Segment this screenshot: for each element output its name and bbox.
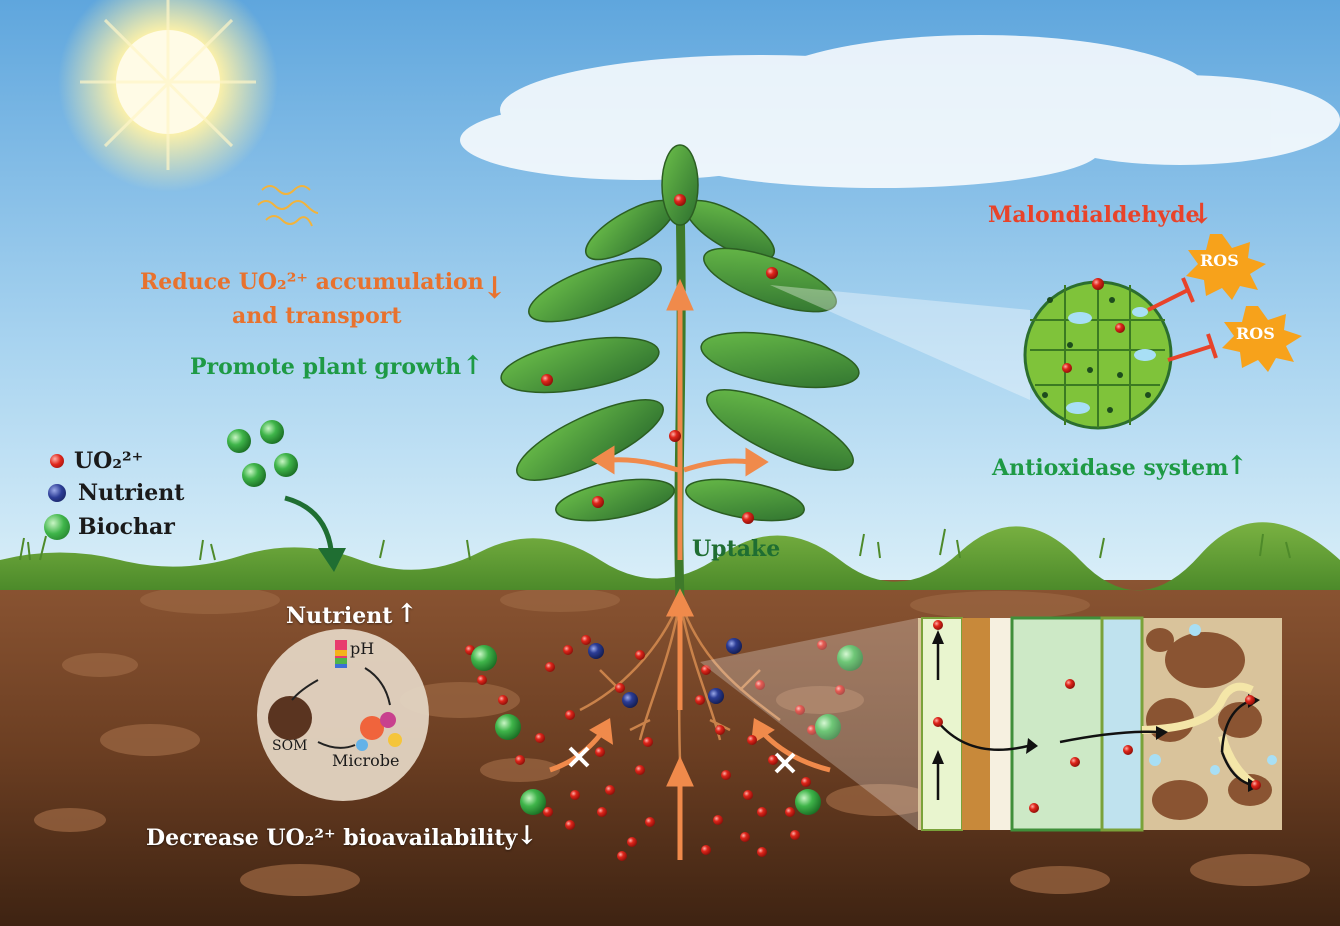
leaf-cell-zoom bbox=[1023, 278, 1173, 430]
soil-cycle-circle bbox=[257, 629, 429, 801]
biochar-particles bbox=[227, 420, 863, 815]
blocked-x-icon bbox=[568, 746, 796, 774]
legend-item-biochar: Biochar bbox=[44, 514, 175, 540]
decrease-down-arrow-icon: ↓ bbox=[516, 821, 538, 851]
zoom-cone-leaf bbox=[770, 285, 1030, 400]
ph-label: pH bbox=[350, 639, 375, 658]
legend-label: Nutrient bbox=[78, 480, 185, 506]
ros-label-2: ROS bbox=[1236, 324, 1275, 343]
grass-blades bbox=[19, 528, 1291, 561]
decrease-bioavailability-label: Decrease UO₂²⁺ bioavailability bbox=[146, 825, 518, 851]
nutrient-up-label: Nutrient bbox=[286, 603, 393, 629]
grass bbox=[0, 522, 1340, 591]
biochar-dot-icon bbox=[44, 514, 70, 540]
soil-rocks bbox=[34, 586, 1310, 896]
root-cross-section bbox=[918, 616, 1282, 832]
reduce-label-line1: Reduce UO₂²⁺ accumulation bbox=[140, 269, 484, 295]
ros-label-1: ROS bbox=[1200, 251, 1239, 270]
microbe-label: Microbe bbox=[332, 751, 400, 770]
antioxidase-up-arrow-icon: ↑ bbox=[1226, 451, 1248, 481]
legend-item-uo2: UO₂²⁺ bbox=[50, 448, 143, 474]
malondialdehyde-down-arrow-icon: ↓ bbox=[1190, 197, 1214, 230]
legend-item-nutrient: Nutrient bbox=[48, 480, 184, 506]
malondialdehyde-label: Malondialdehyde bbox=[988, 202, 1200, 228]
legend-label: Biochar bbox=[78, 514, 175, 540]
promote-growth-label: Promote plant growth bbox=[190, 354, 462, 380]
reduce-label-line2: and transport bbox=[232, 303, 402, 329]
nutrient-particles bbox=[588, 638, 742, 708]
promote-up-arrow-icon: ↑ bbox=[462, 351, 484, 381]
clouds bbox=[460, 35, 1340, 188]
som-label: SOM bbox=[272, 738, 308, 754]
uptake-label: Uptake bbox=[692, 536, 781, 562]
inhibition-marks bbox=[1147, 277, 1218, 362]
nutrient-dot-icon bbox=[48, 484, 66, 502]
legend-label: UO₂²⁺ bbox=[74, 448, 144, 474]
nutrient-up-arrow-icon: ↑ bbox=[396, 599, 418, 629]
reduce-down-arrow-icon: ↓ bbox=[482, 271, 508, 306]
antioxidase-label: Antioxidase system bbox=[992, 455, 1229, 481]
radiation-squiggle-icon bbox=[257, 185, 319, 227]
plant bbox=[500, 144, 860, 860]
ros-burst-icon bbox=[1186, 234, 1302, 372]
uo2-dot-icon bbox=[50, 454, 64, 468]
zoom-cone-root bbox=[700, 618, 918, 830]
sun-icon bbox=[58, 0, 278, 192]
